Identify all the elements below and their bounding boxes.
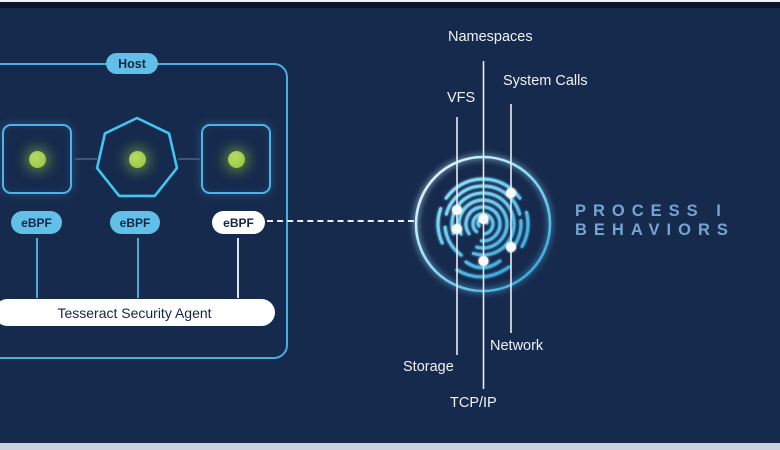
bottom-edge-strip xyxy=(0,443,780,450)
probe-agent-link-line xyxy=(36,238,38,298)
label-vfs: VFS xyxy=(447,90,476,106)
ebpf-probe-pill-active: eBPF xyxy=(212,211,265,234)
workload-connector-line xyxy=(178,158,200,160)
host-badge: Host xyxy=(106,53,158,74)
probe-agent-link-line xyxy=(237,238,239,298)
top-edge-band xyxy=(0,2,780,8)
label-system-calls: System Calls xyxy=(503,73,588,89)
probe-agent-link-line xyxy=(137,238,139,298)
label-storage: Storage xyxy=(403,359,454,375)
label-tcp-ip: TCP/IP xyxy=(450,395,497,411)
ebpf-probe-label: eBPF xyxy=(21,215,52,230)
ebpf-probe-pill: eBPF xyxy=(110,211,160,234)
workload-container-icon xyxy=(201,124,271,194)
ebpf-probe-pill: eBPF xyxy=(11,211,62,234)
sensor-dot-icon xyxy=(478,256,489,266)
heptagon-outline xyxy=(95,116,179,198)
ebpf-probe-label: eBPF xyxy=(223,215,254,230)
ebpf-probe-label: eBPF xyxy=(119,215,151,230)
telemetry-dashed-link xyxy=(267,220,414,222)
sensor-dot-icon xyxy=(506,188,516,198)
label-network: Network xyxy=(490,338,544,354)
workload-container-icon xyxy=(2,124,72,194)
sensor-dot-icon xyxy=(452,205,462,215)
sensor-dot-icon xyxy=(506,242,516,252)
security-agent-label: Tesseract Security Agent xyxy=(57,304,212,321)
label-namespaces: Namespaces xyxy=(448,29,533,45)
headline-line2: BEHAVIORS xyxy=(575,221,735,239)
sensor-dot-icon xyxy=(478,214,489,224)
status-dot-icon xyxy=(128,150,146,168)
workload-heptagon-icon xyxy=(95,116,179,198)
top-edge-line xyxy=(0,0,780,2)
headline-text: PROCESS I BEHAVIORS xyxy=(575,202,735,240)
sensor-dots xyxy=(452,188,516,266)
headline-line1: PROCESS I xyxy=(575,202,728,220)
sensor-dot-icon xyxy=(452,224,462,234)
host-badge-label: Host xyxy=(118,56,146,71)
status-dot-icon xyxy=(28,150,46,168)
security-agent-bar: Tesseract Security Agent xyxy=(0,299,275,326)
workload-connector-line xyxy=(75,158,97,160)
scan-lines xyxy=(456,61,512,389)
status-dot-icon xyxy=(227,150,245,168)
